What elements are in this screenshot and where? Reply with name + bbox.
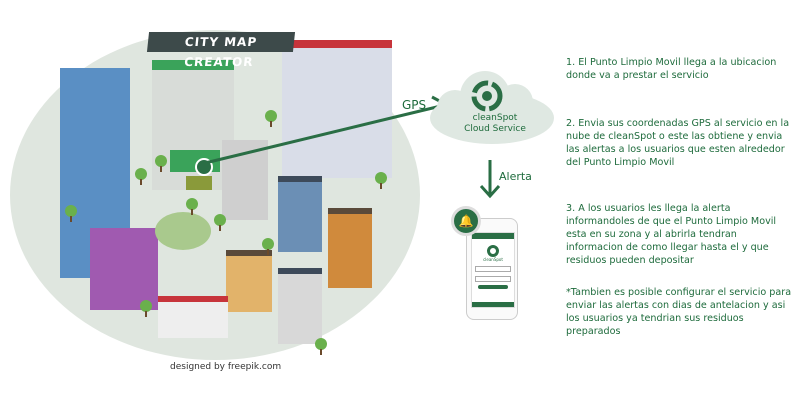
freepik-credit: designed by freepik.com [170, 362, 282, 372]
app-field [475, 276, 511, 282]
app-logo-icon [487, 245, 499, 257]
cloud-service-label: cleanSpot Cloud Service [445, 113, 545, 135]
building-red-roof [282, 40, 392, 178]
cleanspot-logo-icon [471, 80, 503, 112]
step-1: 1. El Punto Limpio Movil llega a la ubic… [566, 57, 777, 81]
building-small-blue [278, 176, 322, 252]
alert-label: Alerta [499, 170, 532, 183]
step-2: 2. Envia sus coordenadas GPS al servicio… [566, 118, 790, 168]
park [155, 212, 211, 250]
app-field [475, 266, 511, 272]
cloud-label-line2: Cloud Service [464, 124, 526, 134]
smartphone: cleanSpot [466, 218, 518, 320]
building-orange [328, 208, 372, 288]
app-button [478, 285, 508, 289]
mobile-clean-point-truck [186, 176, 212, 190]
alert-arrow [479, 160, 501, 199]
building-white [278, 268, 322, 344]
cloud-label-line1: cleanSpot [472, 113, 518, 123]
step-note: *Tambien es posible configurar el servic… [566, 287, 792, 337]
building-yellow [226, 250, 272, 312]
app-name: cleanSpot [483, 257, 503, 262]
app-header [472, 233, 514, 239]
bell-icon: 🔔 [451, 206, 481, 236]
cloud-icon [430, 71, 554, 144]
fire-station [158, 296, 228, 338]
app-footer [472, 302, 514, 307]
gps-label: GPS [402, 98, 427, 112]
building-purple [90, 228, 158, 310]
step-3: 3. A los usuarios les llega la alerta in… [566, 203, 777, 266]
phone-screen: cleanSpot [471, 232, 515, 308]
